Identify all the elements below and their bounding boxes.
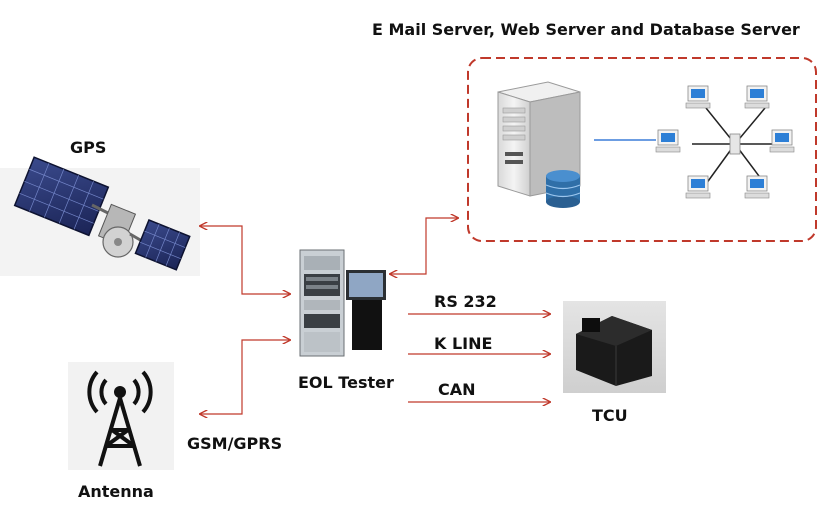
server-link-arrow [390, 218, 458, 274]
gps-link-arrow [200, 226, 290, 294]
server-box-border [467, 57, 817, 242]
servers-title: E Mail Server, Web Server and Database S… [372, 20, 800, 39]
network-computer-icon [744, 175, 770, 199]
network-computer-icon [769, 129, 795, 153]
eol-tester-icon [299, 249, 386, 357]
connector-arrows [200, 218, 550, 414]
network-computer-icon [685, 85, 711, 109]
kline-label: K LINE [434, 334, 493, 353]
server-group [467, 57, 817, 242]
gsm-link-arrow [200, 340, 290, 414]
network-computer-icon [744, 85, 770, 109]
network-computer-icon [655, 129, 681, 153]
network-hub [692, 107, 780, 185]
rs232-label: RS 232 [434, 292, 497, 311]
tcu-label: TCU [592, 406, 628, 425]
eol-tester-label: EOL Tester [298, 373, 394, 392]
gsm-gprs-label: GSM/GPRS [187, 434, 283, 453]
gps-label: GPS [70, 138, 107, 157]
database-icon [545, 170, 581, 208]
can-label: CAN [438, 380, 476, 399]
satellite-icon [0, 156, 200, 276]
tcu-device-icon [563, 301, 666, 393]
network-computer-icon [685, 175, 711, 199]
antenna-label: Antenna [78, 482, 154, 501]
antenna-icon [68, 362, 174, 470]
